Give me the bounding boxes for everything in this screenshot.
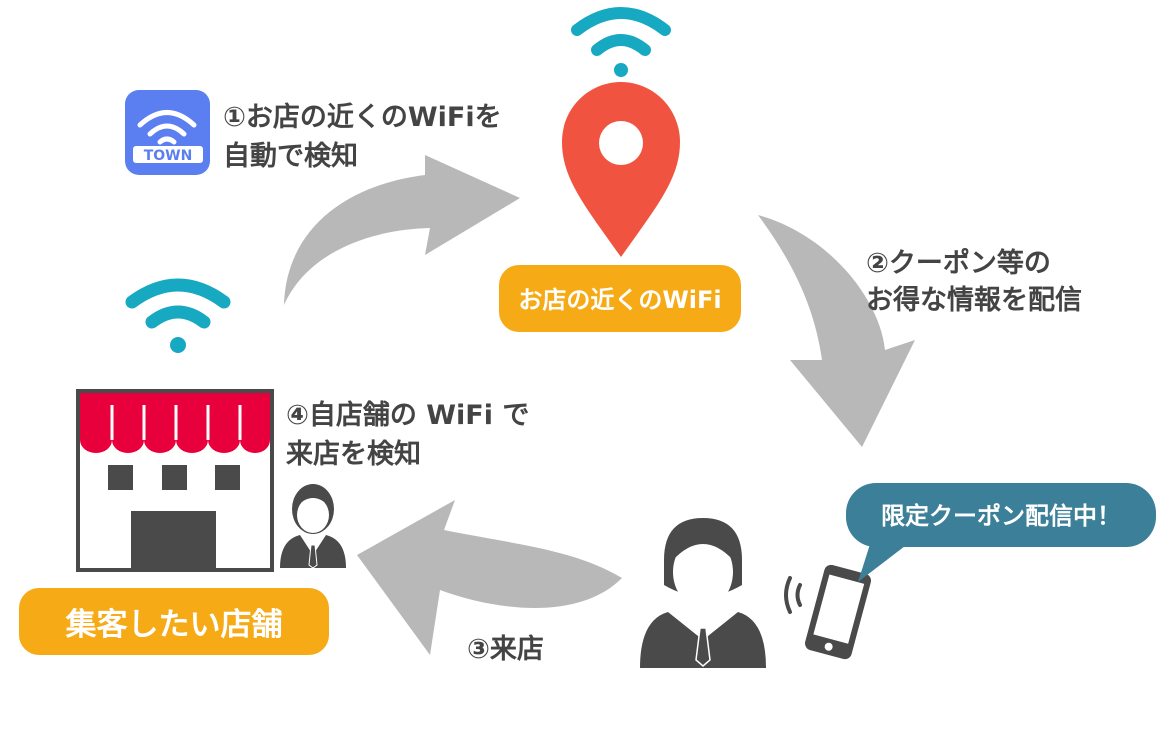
step1-line2: 自動で検知 (223, 140, 358, 172)
town-icon-label: TOWN (144, 148, 193, 164)
step4-line2: 来店を検知 (286, 439, 421, 470)
step3-label: ③来店 (467, 634, 544, 665)
store-label: 集客したい店舗 (19, 588, 329, 655)
store-label-text: 集客したい店舗 (65, 607, 283, 643)
signal-icon (784, 576, 802, 614)
smartphone-icon (805, 564, 871, 660)
step2-line2: お得な情報を配信 (866, 285, 1082, 316)
nearby-wifi-label: お店の近くのWiFi (499, 265, 741, 332)
nearby-wifi-text: お店の近くのWiFi (518, 286, 721, 314)
map-pin-icon (562, 82, 680, 257)
wifi-icon (125, 278, 231, 353)
step2-line1: ②クーポン等の (866, 247, 1051, 279)
step4-line1: ④自店舗の WiFi で (286, 399, 529, 431)
arrow-2 (758, 215, 915, 447)
step1-line1: ①お店の近くのWiFiを (223, 102, 502, 133)
arrow-1 (284, 155, 520, 305)
person-icon (640, 518, 766, 668)
wifi-icon (571, 7, 671, 77)
coupon-bubble: 限定クーポン配信中！ (846, 483, 1156, 582)
coupon-bubble-text: 限定クーポン配信中！ (881, 502, 1121, 530)
town-wifi-icon: TOWN (125, 90, 210, 175)
arrow-3 (357, 500, 622, 655)
person-icon (280, 484, 346, 569)
store-icon (76, 389, 274, 572)
